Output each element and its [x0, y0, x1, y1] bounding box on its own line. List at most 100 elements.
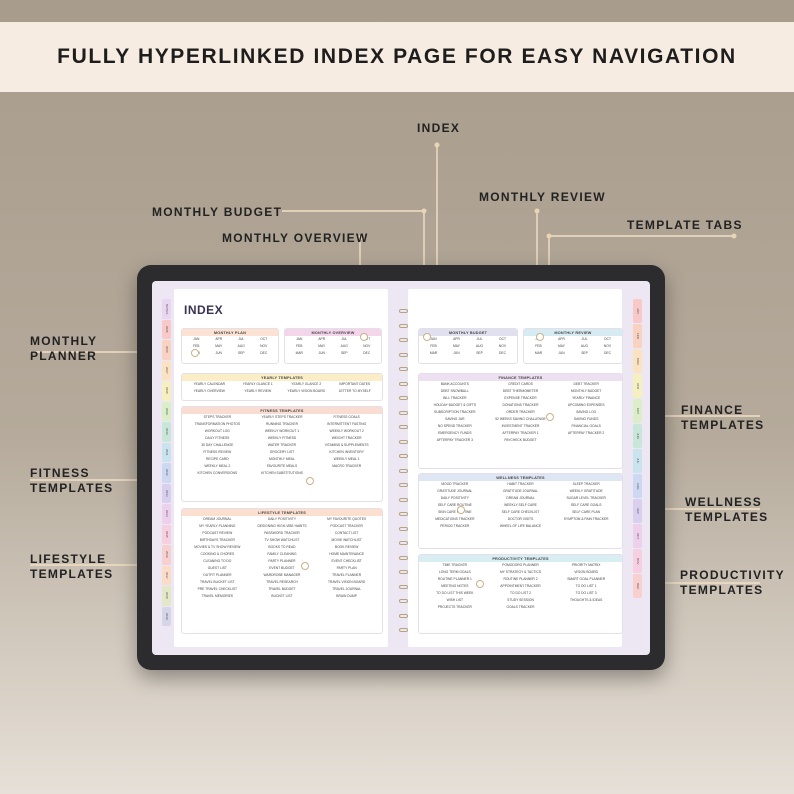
monthly-budget-link[interactable]: JAN	[430, 337, 437, 341]
monthly-plan-link[interactable]: SEP	[237, 351, 245, 355]
wellness-link[interactable]: WHEEL OF LIFE BALANCE	[499, 524, 542, 528]
wellness-link[interactable]: DOCTOR VISITS	[507, 517, 534, 521]
monthly-review-link[interactable]: MAR	[534, 351, 543, 355]
fitness-link[interactable]: 30 DAY CHALLENGE	[201, 443, 234, 447]
productivity-link[interactable]: MEETING NOTES	[441, 584, 469, 588]
year-tab[interactable]: 2034	[162, 504, 171, 524]
fitness-link[interactable]: KITCHEN SUBSTITUTIONS	[261, 471, 303, 475]
lifestyle-link[interactable]: DREAM JOURNAL	[203, 517, 232, 521]
fitness-link[interactable]: INTERMITTENT FASTING	[327, 422, 367, 426]
productivity-link[interactable]: POMODORO PLANNER	[502, 563, 539, 567]
lifestyle-link[interactable]: HOME MAINTENANCE	[329, 552, 365, 556]
month-tab[interactable]: SEP	[633, 499, 642, 523]
monthly-review-link[interactable]: FEB	[535, 344, 542, 348]
fitness-link[interactable]: MONTHLY MEAL	[269, 457, 295, 461]
lifestyle-link[interactable]: WARDROBE MANAGER	[263, 573, 301, 577]
year-tab[interactable]: 2027	[162, 360, 171, 380]
fitness-link[interactable]: RECIPE CARD	[206, 457, 229, 461]
finance-link[interactable]: DEBT TRACKER	[573, 382, 599, 386]
finance-link[interactable]: AFTERPAY TRACKER 1	[502, 431, 539, 435]
fitness-link[interactable]: WEEKLY MEAL 1	[333, 457, 360, 461]
year-tab[interactable]: 2039	[162, 606, 171, 626]
fitness-link[interactable]: FITNESS GOALS	[333, 415, 360, 419]
finance-link[interactable]: HOLIDAY BUDGET & GIFTS	[433, 403, 477, 407]
year-tab[interactable]: 2033	[162, 483, 171, 503]
month-tab[interactable]: APR	[633, 374, 642, 398]
lifestyle-link[interactable]: PRE TRAVEL CHECKLIST	[197, 587, 238, 591]
lifestyle-link[interactable]: MOVIES & TV SHOW REVIEW	[194, 545, 241, 549]
lifestyle-header[interactable]: LIFESTYLE TEMPLATES	[182, 509, 382, 516]
productivity-link[interactable]: WISH LIST	[446, 598, 464, 602]
finance-link[interactable]: MONTHLY BUDGET	[570, 389, 602, 393]
wellness-link[interactable]: MOOD TRACKER	[441, 482, 469, 486]
monthly-plan-header[interactable]: MONTHLY PLAN	[182, 329, 278, 336]
lifestyle-link[interactable]: EVENT CHECKLIST	[331, 559, 362, 563]
monthly-review-link[interactable]: OCT	[604, 337, 611, 341]
productivity-link[interactable]: TO DO LIST 2	[510, 591, 531, 595]
lifestyle-link[interactable]: BRAIN DUMP	[336, 594, 357, 598]
month-tab[interactable]: OCT	[633, 524, 642, 548]
finance-link[interactable]: UPCOMING EXPENSES	[567, 403, 605, 407]
year-tab[interactable]: 2038	[162, 586, 171, 606]
finance-link[interactable]: BANK ACCOUNTS	[440, 382, 469, 386]
year-tab[interactable]: 2030	[162, 422, 171, 442]
fitness-link[interactable]: YEARLY STEPS TRACKER	[261, 415, 303, 419]
monthly-review-link[interactable]: DEC	[604, 351, 611, 355]
fitness-link[interactable]: WORKOUT LOG	[204, 429, 230, 433]
monthly-budget-link[interactable]: MAR	[429, 351, 438, 355]
fitness-link[interactable]: DAILY FITNESS	[205, 436, 230, 440]
fitness-link[interactable]: WEIGHT TRACKER	[331, 436, 362, 440]
productivity-link[interactable]: GOALS TRACKER	[506, 605, 535, 609]
wellness-link[interactable]: WEEKLY SELF CARE	[504, 503, 537, 507]
monthly-budget-link[interactable]: AUG	[475, 344, 484, 348]
finance-link[interactable]: FINANCIAL GOALS	[571, 424, 601, 428]
lifestyle-link[interactable]: TRAVEL PLANNER	[332, 573, 362, 577]
finance-link[interactable]: ORDER TRACKER	[506, 410, 535, 414]
finance-link[interactable]: DEBT THERMOMETER	[502, 389, 539, 393]
finance-link[interactable]: INVESTMENT TRACKER	[501, 424, 540, 428]
year-tab[interactable]: 2037	[162, 565, 171, 585]
finance-header[interactable]: FINANCE TEMPLATES	[419, 374, 622, 381]
productivity-link[interactable]: TO DO LIST THIS WEEK	[436, 591, 474, 595]
finance-link[interactable]: SAVING JAR	[445, 417, 465, 421]
monthly-overview-link[interactable]: NOV	[363, 344, 371, 348]
finance-link[interactable]: DEBT SNOWBALL	[440, 389, 469, 393]
month-tab[interactable]: JAN	[633, 299, 642, 323]
wellness-link[interactable]: PERIOD TRACKER	[440, 524, 470, 528]
lifestyle-link[interactable]: TV SHOW WATCHLIST	[264, 538, 300, 542]
wellness-link[interactable]: GRATITUDE JOURNAL	[437, 489, 473, 493]
fitness-link[interactable]: WEEKLY WORKOUT 1	[264, 429, 300, 433]
year-tab[interactable]: 2028	[162, 381, 171, 401]
lifestyle-link[interactable]: EVENT BUDGET	[269, 566, 295, 570]
monthly-review-link[interactable]: SEP	[581, 351, 588, 355]
year-tab[interactable]: 2036	[162, 545, 171, 565]
wellness-link[interactable]: DREAM JOURNAL	[506, 496, 535, 500]
finance-link[interactable]: NO SPEND TRACKER	[437, 424, 472, 428]
productivity-link[interactable]: THOUGHTS & IDEAS	[569, 598, 603, 602]
monthly-plan-link[interactable]: NOV	[260, 344, 268, 348]
monthly-plan-link[interactable]: APR	[215, 337, 223, 341]
monthly-plan-link[interactable]: JUN	[215, 351, 222, 355]
monthly-budget-header[interactable]: MONTHLY BUDGET	[419, 329, 517, 336]
fitness-link[interactable]: WEEKLY FITNESS	[267, 436, 297, 440]
monthly-budget-link[interactable]: DEC	[499, 351, 506, 355]
wellness-link[interactable]: SYMPTOM & PAIN TRACKER	[563, 517, 609, 521]
yearly-link[interactable]: YEARLY CALENDAR	[193, 382, 226, 386]
lifestyle-link[interactable]: GUEST LIST	[207, 566, 227, 570]
lifestyle-link[interactable]: BOOK REVIEW	[334, 545, 359, 549]
yearly-link[interactable]: YEARLY REVIEW	[244, 389, 272, 393]
year-tab[interactable]: NOTES	[162, 299, 171, 319]
yearly-header[interactable]: YEARLY TEMPLATES	[182, 374, 382, 381]
lifestyle-link[interactable]: OUTFIT PLANNER	[203, 573, 232, 577]
lifestyle-link[interactable]: BUCKET LIST	[271, 594, 293, 598]
fitness-link[interactable]: RUNNING TRACKER	[265, 422, 298, 426]
finance-link[interactable]: CREDIT CARDS	[508, 382, 533, 386]
lifestyle-link[interactable]: MY YEARLY PLANNING	[199, 524, 236, 528]
monthly-review-header[interactable]: MONTHLY REVIEW	[524, 329, 622, 336]
productivity-link[interactable]: ROUTINE PLANNER 2	[503, 577, 538, 581]
monthly-overview-link[interactable]: FEB	[296, 344, 303, 348]
productivity-link[interactable]: TO DO LIST 3	[575, 591, 597, 595]
monthly-budget-link[interactable]: JUL	[476, 337, 483, 341]
fitness-link[interactable]: STEPS TRACKER	[203, 415, 232, 419]
fitness-link[interactable]: VITAMINS & SUPPLEMENTS	[324, 443, 369, 447]
